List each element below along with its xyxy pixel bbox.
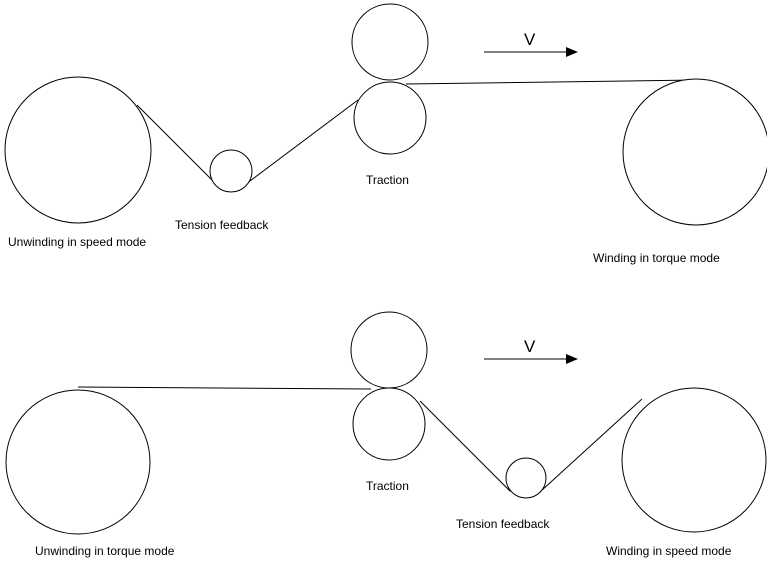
wind-label-bottom: Winding in speed mode [606,544,732,558]
unwind-roll-bottom [5,389,151,535]
unwind-label-top: Unwinding in speed mode [8,235,146,249]
tension-roller-top [209,149,253,193]
diagram-bottom: V Traction Tension feedback Unwinding in… [5,311,767,558]
velocity-label-top: V [524,30,536,49]
unwind-roll-top [4,76,152,224]
traction-label-top: Traction [366,173,409,187]
wind-roll-bottom [621,387,767,533]
tension-feedback-label-bottom: Tension feedback [456,517,550,531]
traction-lower-roller-top [353,81,427,155]
tension-roller-bottom [505,457,547,499]
velocity-label-bottom: V [524,337,536,356]
traction-label-bottom: Traction [366,479,409,493]
wind-roll-top [622,78,767,226]
unwind-label-bottom: Unwinding in torque mode [35,544,175,558]
traction-upper-roller-top [351,3,429,81]
diagram-top: V Traction Tension feedback Unwinding in… [4,3,767,265]
web-path-bottom-span [77,386,372,390]
wind-label-top: Winding in torque mode [593,251,720,265]
tension-feedback-label-top: Tension feedback [175,218,269,232]
traction-upper-roller-bottom [350,311,428,389]
web-path-top-span [405,79,698,85]
traction-lower-roller-bottom [352,387,426,461]
